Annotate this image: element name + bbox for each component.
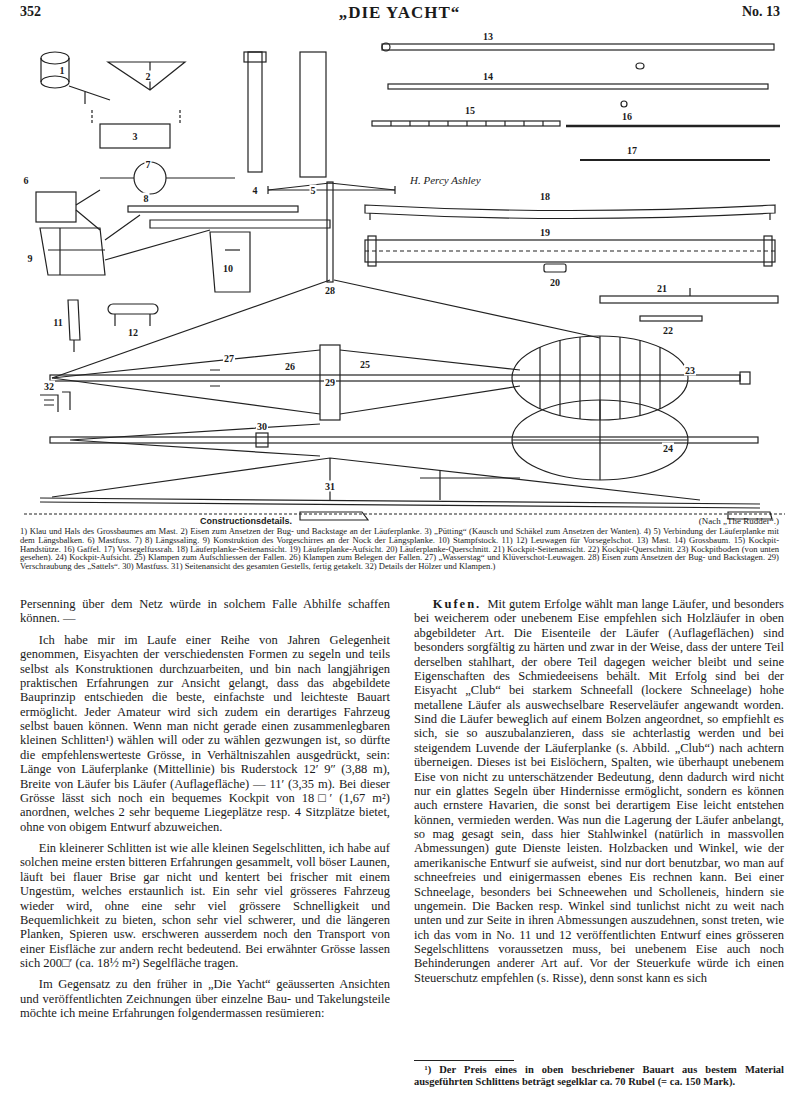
issue-number: No. 13 xyxy=(742,4,780,20)
text-column-right: Kufen.Mit gutem Erfolge wählt man lange … xyxy=(414,597,784,985)
page-number: 352 xyxy=(20,4,41,20)
callout-number: 2 xyxy=(145,71,152,82)
body-paragraph: Mit gutem Erfolge wählt man lange Läufer… xyxy=(414,597,784,985)
section-heading: Kufen. xyxy=(433,597,481,611)
footnote-rule xyxy=(414,1060,514,1061)
callout-number: 22 xyxy=(662,325,674,336)
callout-number: 20 xyxy=(549,277,561,288)
callout-number: 13 xyxy=(482,31,494,42)
callout-number: 30 xyxy=(256,421,268,432)
callout-number: 7 xyxy=(145,159,152,170)
callout-number: 1 xyxy=(59,65,66,76)
body-paragraph-wrap: Kufen.Mit gutem Erfolge wählt man lange … xyxy=(414,597,784,985)
callout-number: 8 xyxy=(143,193,150,204)
callout-number: 14 xyxy=(482,71,494,82)
signature: H. Percy Ashley xyxy=(408,174,483,186)
callout-number: 17 xyxy=(626,145,638,156)
callout-number: 9 xyxy=(27,253,34,264)
body-paragraph: Im Gegensatz zu den früher in „Die Yacht… xyxy=(20,977,390,1020)
callout-number: 5 xyxy=(310,185,317,196)
callout-number: 29 xyxy=(324,377,336,388)
callout-number: 19 xyxy=(539,227,551,238)
callout-number: 24 xyxy=(662,443,674,454)
callout-number: 21 xyxy=(656,283,668,294)
callout-number: 16 xyxy=(621,111,633,122)
callout-number: 28 xyxy=(324,285,336,296)
page-title: „DIE YACHT“ xyxy=(0,3,799,23)
body-paragraph: Ein kleinerer Schlitten ist wie alle kle… xyxy=(20,841,390,970)
callout-number: 23 xyxy=(684,365,696,376)
callout-number: 4 xyxy=(252,185,259,196)
callout-number: 3 xyxy=(132,131,139,142)
callout-number: 18 xyxy=(539,191,551,202)
callout-number: 27 xyxy=(223,353,235,364)
text-column-left: Persenning über dem Netz würde in solche… xyxy=(20,597,390,1021)
body-paragraph: Persenning über dem Netz würde in solche… xyxy=(20,597,390,626)
source-note: (Nach „The Rudder“.) xyxy=(699,516,779,526)
callout-number: 15 xyxy=(464,105,476,116)
footnote: ¹) Der Preis eines in oben beschriebener… xyxy=(414,1064,784,1088)
body-paragraph: Ich habe mir im Laufe einer Reihe von Ja… xyxy=(20,633,390,834)
figure-caption: Constructionsdetails. xyxy=(200,516,292,526)
callout-number: 26 xyxy=(284,361,296,372)
callout-number: 11 xyxy=(52,317,63,328)
callout-number: 32 xyxy=(43,381,55,392)
callout-number: 12 xyxy=(127,327,139,338)
callout-number: 25 xyxy=(359,359,371,370)
caption-legend-text: 1) Klau und Hals des Grossbaumes am Mast… xyxy=(20,527,779,571)
callout-number: 31 xyxy=(324,481,336,492)
callout-number: 10 xyxy=(222,263,234,274)
callout-number: 6 xyxy=(23,175,30,186)
